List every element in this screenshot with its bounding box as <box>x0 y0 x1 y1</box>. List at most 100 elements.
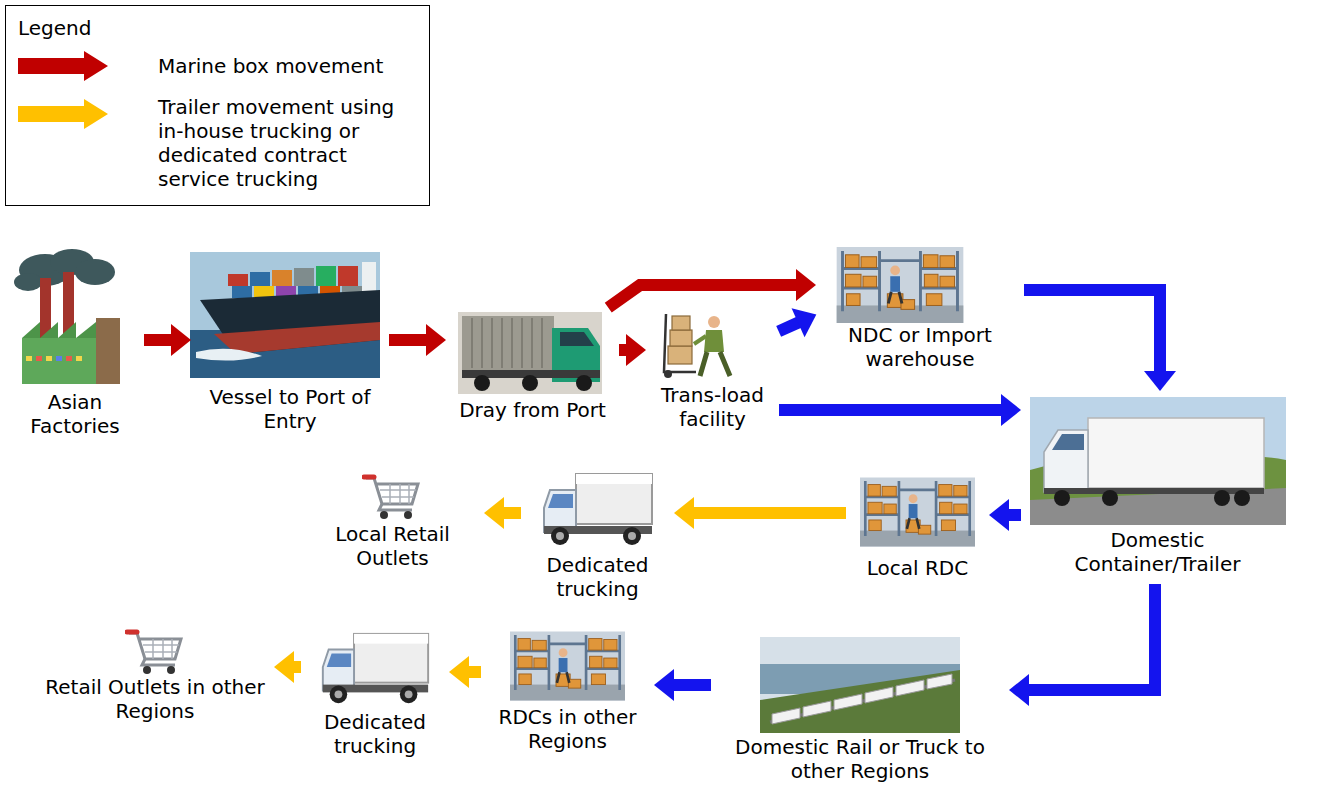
flow-arrow <box>274 651 301 683</box>
trailer-picture <box>1054 490 1070 506</box>
arrow-head <box>171 324 191 356</box>
dray-truck-picture <box>458 312 602 394</box>
trailer-picture <box>1044 430 1088 492</box>
legend-row: Trailer movement using in-house trucking… <box>18 95 419 191</box>
flow-arrow <box>674 497 846 529</box>
vessel-picture <box>214 322 380 354</box>
flow-stage: Trans-load facility <box>650 305 775 435</box>
factory-picture <box>76 356 82 361</box>
stage-label: Domestic Rail or Truck to other Regions <box>715 735 1005 783</box>
vessel-picture <box>294 268 314 286</box>
stage-label: Dedicated trucking <box>525 553 670 601</box>
factory-picture <box>26 356 82 361</box>
flow-stage: Dedicated trucking <box>525 468 670 605</box>
arrow-head <box>674 497 694 529</box>
dray-truck-picture <box>560 332 594 346</box>
arrow-shaft <box>389 334 427 346</box>
flow-arrow <box>989 499 1021 531</box>
flow-stage: Vessel to Port of Entry <box>195 250 385 437</box>
arrow-head <box>426 324 446 356</box>
legend-swatch <box>18 99 108 129</box>
vessel-picture <box>190 252 380 378</box>
legend-swatch <box>18 99 108 129</box>
warehouse-picture <box>837 247 964 323</box>
trailer-picture <box>1044 488 1264 494</box>
factory-picture <box>75 259 115 285</box>
vessel-picture <box>196 349 262 361</box>
stage-label: RDCs in other Regions <box>485 705 650 753</box>
factory-picture <box>66 356 72 361</box>
trailer-picture <box>1030 488 1286 525</box>
trans-load-picture <box>664 314 730 378</box>
arrow-head <box>654 669 674 701</box>
rail-picture <box>772 674 952 724</box>
flow-arrow <box>779 394 1021 426</box>
dray-truck-picture <box>474 375 490 391</box>
dray-truck-picture <box>462 316 554 370</box>
vessel-picture <box>316 266 336 286</box>
arrow-shaft <box>503 507 521 519</box>
cart-picture <box>127 632 181 674</box>
arrow-head <box>1009 674 1029 706</box>
flow-arrow <box>608 269 816 308</box>
stage-label: Local Retail Outlets <box>305 522 480 570</box>
rail-picture <box>772 708 800 724</box>
trans-load-picture <box>668 346 692 364</box>
trailer-picture <box>1052 434 1084 450</box>
stage-label: NDC or Import warehouse <box>820 323 1020 371</box>
dray-truck-picture <box>472 318 542 368</box>
stage-label: Dray from Port <box>450 398 615 422</box>
rail-picture <box>865 687 893 703</box>
arrow-shaft <box>779 322 799 331</box>
factory-picture <box>36 356 42 361</box>
dray-truck-picture <box>458 312 602 394</box>
arrow-head <box>796 269 816 301</box>
arrow-shaft <box>779 404 1002 416</box>
arrow-shaft <box>468 666 481 678</box>
cart-picture <box>364 477 418 519</box>
legend-text: Trailer movement using in-house trucking… <box>158 95 418 191</box>
stage-label: Retail Outlets in other Regions <box>40 675 270 723</box>
legend-text: Marine box movement <box>158 54 418 78</box>
factory-picture <box>26 356 32 361</box>
stage-label: Domestic Container/Trailer <box>1025 528 1290 576</box>
warehouse-picture <box>860 478 975 547</box>
warehouse-picture <box>510 632 625 701</box>
arrow-head <box>274 651 294 683</box>
flow-stage: Local RDC <box>850 468 985 584</box>
flow-arrow <box>654 669 711 701</box>
rail-picture <box>927 674 952 689</box>
legend-box: LegendMarine box movementTrailer movemen… <box>5 5 430 206</box>
trailer-picture <box>1030 397 1286 525</box>
rail-picture <box>834 694 862 710</box>
trailer-picture <box>1234 490 1250 506</box>
flow-stage: RDCs in other Regions <box>485 627 650 757</box>
flow-arrow <box>1009 584 1155 706</box>
arrow-shaft <box>1024 290 1160 372</box>
vessel-picture <box>338 266 358 286</box>
rail-picture <box>760 637 960 733</box>
flow-stage: Local Retail Outlets <box>305 472 480 574</box>
trans-load-picture <box>664 314 696 372</box>
flow-arrow <box>1024 290 1176 391</box>
flow-stage: Domestic Rail or Truck to other Regions <box>715 635 1005 787</box>
factory-picture <box>56 356 62 361</box>
rail-picture <box>760 670 960 733</box>
trailer-picture <box>1030 397 1286 525</box>
arrow-shaft <box>673 679 711 691</box>
rail-picture <box>760 637 960 733</box>
stage-label: Local RDC <box>850 556 985 580</box>
arrow-shaft <box>144 334 172 346</box>
trans-load-picture <box>664 370 672 378</box>
factory-picture <box>14 273 42 291</box>
trailer-picture <box>1102 490 1118 506</box>
factory-picture <box>14 249 120 384</box>
trailer-picture <box>1214 490 1230 506</box>
flow-arrow <box>779 308 817 337</box>
flow-arrow <box>144 324 191 356</box>
stage-label: Asian Factories <box>10 390 140 438</box>
trans-load-picture <box>672 316 690 330</box>
arrow-head <box>1001 394 1021 426</box>
trans-load-picture <box>708 316 720 328</box>
